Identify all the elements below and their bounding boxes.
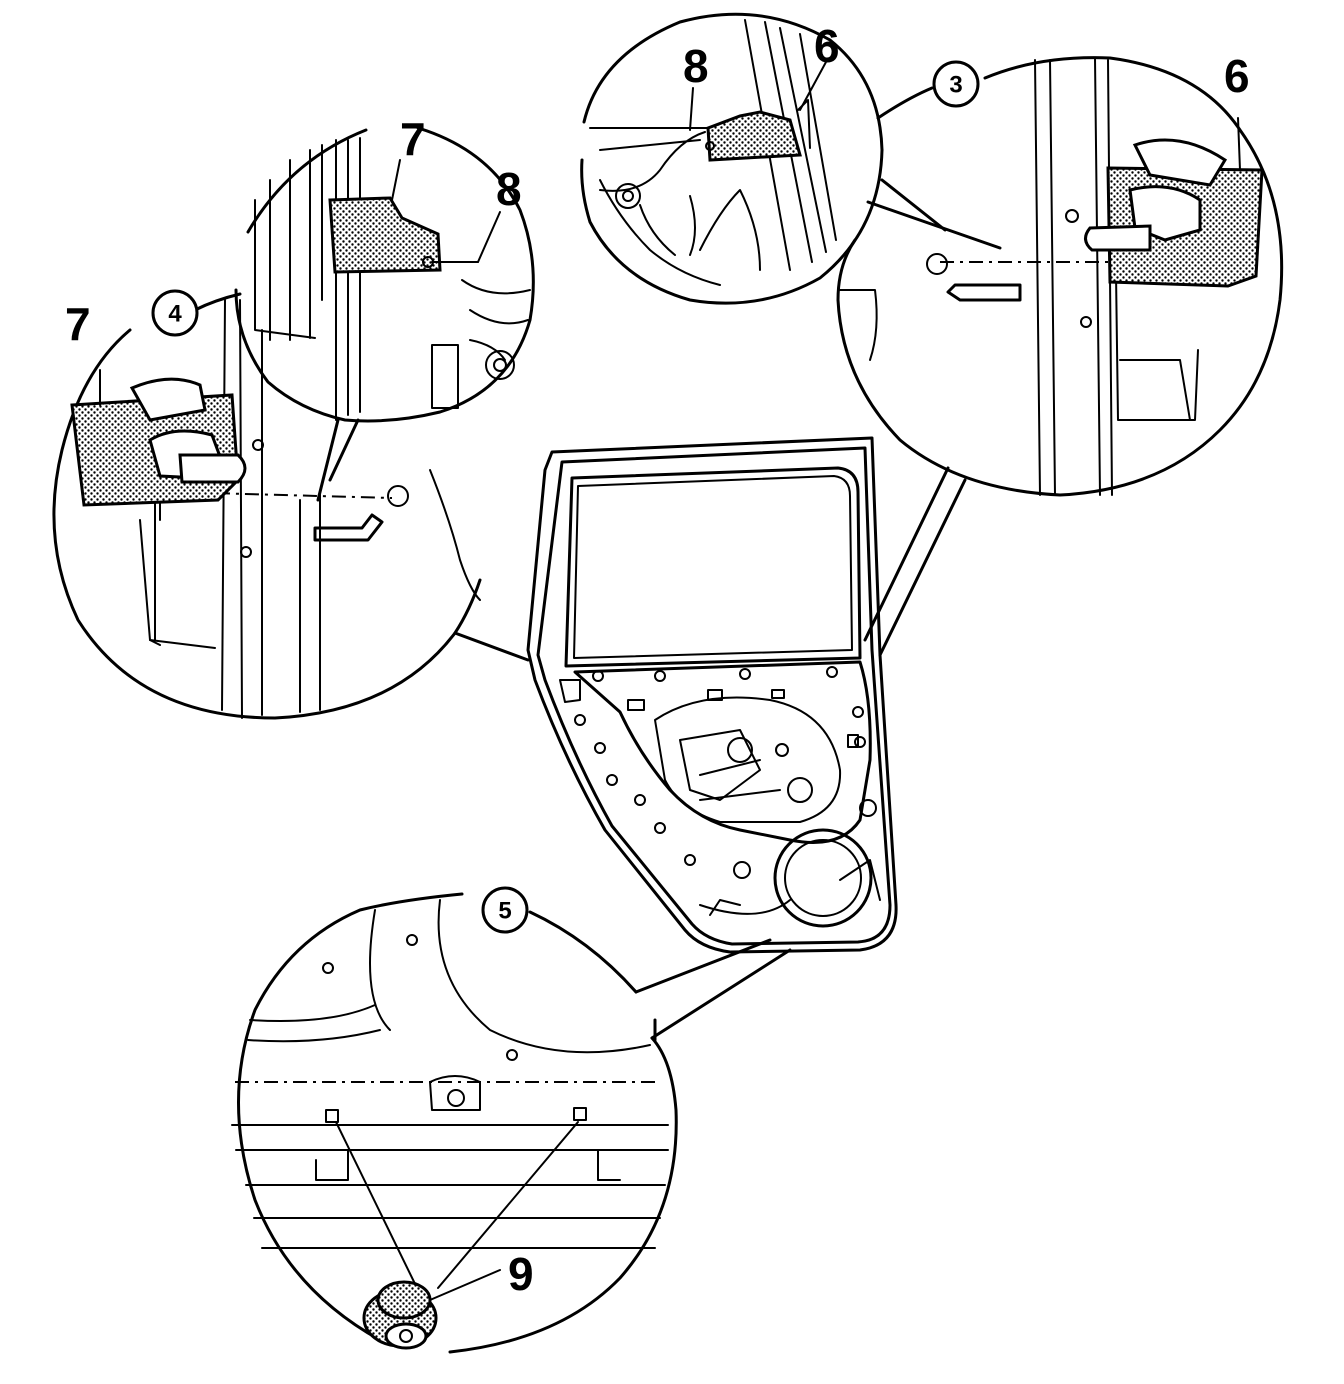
callout-9: 9	[508, 1248, 534, 1300]
callout-8-top: 8	[683, 40, 709, 92]
main-door-panel	[526, 436, 898, 954]
badge-detail-5: 5	[481, 886, 529, 934]
detail-view-3	[836, 56, 1284, 657]
detail-view-inset-8-6	[580, 12, 1002, 305]
badge-detail-4: 4	[151, 289, 199, 337]
detail-view-inset-7-8	[234, 126, 535, 502]
detail-view-5	[231, 892, 792, 1354]
callout-6-top: 6	[814, 20, 840, 72]
badge-5-text: 5	[498, 898, 511, 925]
callout-7-left: 7	[65, 298, 91, 350]
badge-4-text: 4	[168, 301, 182, 328]
leader-lines	[99, 61, 1241, 406]
badge-3-text: 3	[949, 72, 962, 99]
fastener-clip	[362, 1280, 438, 1350]
callout-7-top: 7	[400, 113, 426, 165]
callout-8-left: 8	[496, 163, 522, 215]
badge-detail-3: 3	[932, 60, 980, 108]
callout-6-right: 6	[1224, 50, 1250, 102]
detail-view-4	[52, 292, 530, 720]
